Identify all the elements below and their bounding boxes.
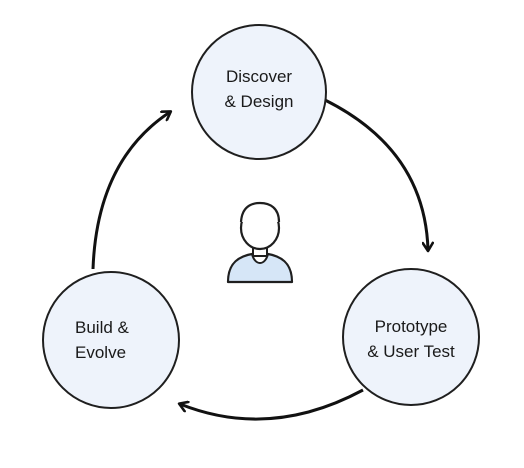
stage-label: Prototype & User Test — [344, 314, 478, 364]
stage-label-line: & Design — [224, 92, 294, 111]
stage-label-line: & User Test — [367, 342, 455, 361]
stage-label: Discover & Design — [193, 64, 325, 114]
stage-label-line: Prototype — [374, 317, 448, 336]
stage-discover-design: Discover & Design — [191, 24, 327, 160]
stage-prototype-user-test: Prototype & User Test — [342, 268, 480, 406]
arrow-prototype-to-build — [180, 388, 364, 421]
arrow-build-to-discover — [91, 112, 170, 270]
stage-label: Build & Evolve — [75, 315, 129, 365]
stage-label-line: Build & — [75, 318, 129, 337]
stage-build-evolve: Build & Evolve — [42, 271, 180, 409]
stage-label-line: Discover — [225, 67, 293, 86]
stage-label-line: Evolve — [75, 343, 127, 362]
arrow-discover-to-prototype — [324, 98, 428, 250]
user-icon — [226, 201, 294, 284]
